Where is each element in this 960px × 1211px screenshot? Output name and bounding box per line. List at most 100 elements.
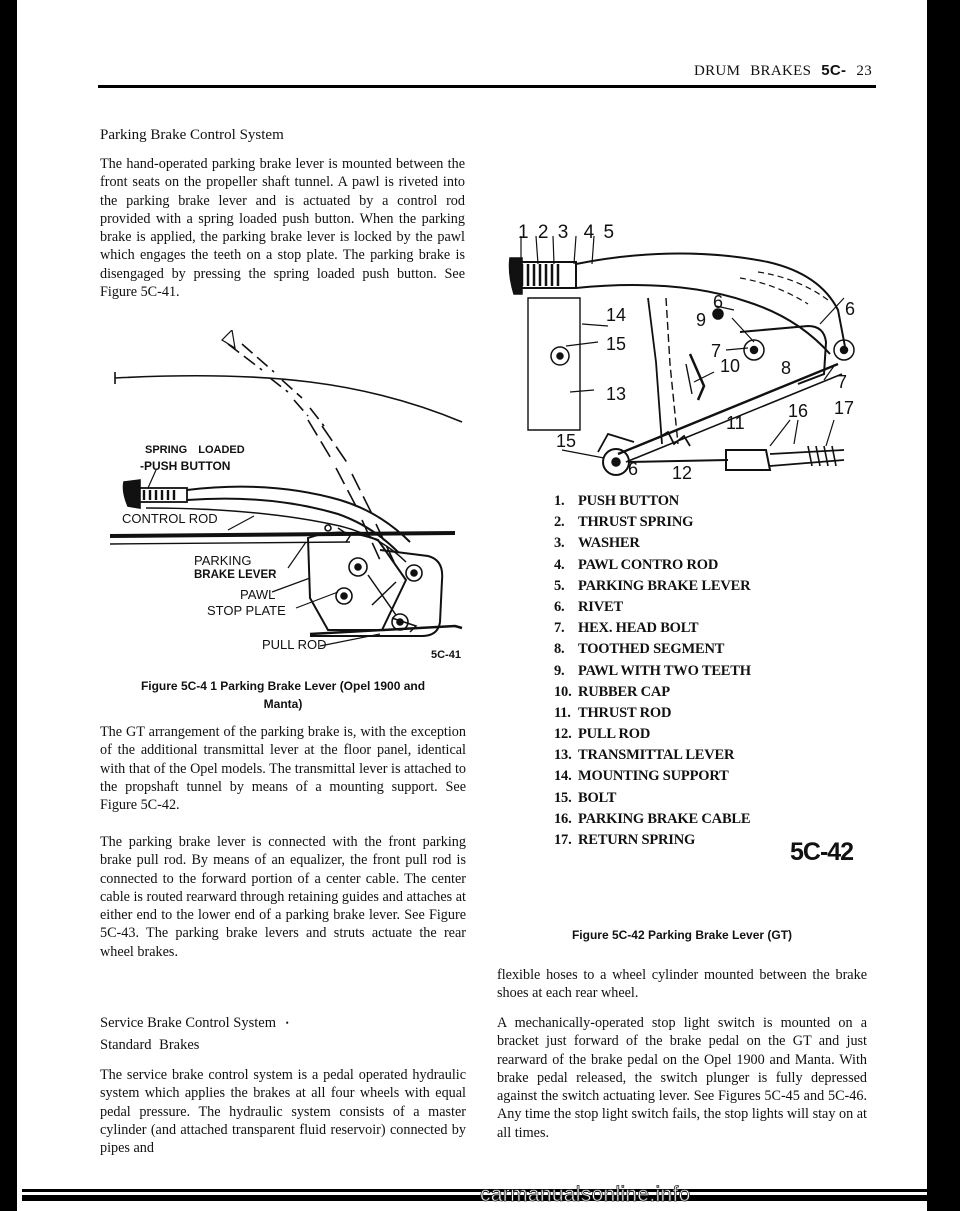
figure-5c-42-caption: Figure 5C-42 Parking Brake Lever (GT) bbox=[571, 928, 793, 942]
label-parking: PARKING bbox=[194, 553, 252, 568]
part-item: 4.PAWL CONTRO ROD bbox=[554, 555, 864, 576]
running-header: DRUM BRAKES 5C- 23 bbox=[480, 62, 872, 84]
heading-service-brake: Service Brake Control System • bbox=[100, 1014, 289, 1033]
part-num: 4. bbox=[554, 556, 565, 573]
part-item: 11. THRUST ROD bbox=[554, 703, 864, 724]
callout-13: 13 bbox=[606, 384, 627, 404]
callout-14: 14 bbox=[606, 305, 627, 325]
footer-rule-thin bbox=[22, 1189, 927, 1192]
callout-17: 17 bbox=[834, 398, 855, 418]
part-num: 10. bbox=[554, 683, 572, 700]
part-item: 15. BOLT bbox=[554, 788, 864, 809]
callout-6a: 6 bbox=[713, 292, 724, 312]
header-section: 5C- bbox=[821, 62, 847, 79]
header-title: DRUM BRAKES bbox=[694, 63, 812, 79]
part-name: TRANSMITTAL LEVER bbox=[578, 747, 735, 764]
part-name: TOOTHED SEGMENT bbox=[578, 641, 725, 658]
label-control-rod: CONTROL ROD bbox=[122, 511, 218, 526]
callout-6c: 6 bbox=[628, 459, 639, 479]
header-rule bbox=[98, 85, 876, 88]
part-name: BOLT bbox=[578, 789, 617, 806]
callout-7b: 7 bbox=[837, 372, 848, 392]
part-num: 17. bbox=[554, 832, 572, 848]
callout-15b: 15 bbox=[556, 431, 577, 451]
callout-6b: 6 bbox=[845, 299, 856, 319]
callout-9: 9 bbox=[696, 310, 707, 330]
label-pawl: PAWL bbox=[240, 587, 276, 602]
footer-rule-thick bbox=[22, 1195, 927, 1201]
part-name: PULL ROD bbox=[578, 726, 651, 743]
label-push-button-text: PUSH BUTTON bbox=[144, 459, 231, 473]
part-item: 8. TOOTHED SEGMENT bbox=[554, 639, 864, 660]
part-item: 16. PARKING BRAKE CABLE bbox=[554, 809, 864, 830]
callout-1: 1 bbox=[518, 222, 529, 243]
part-name: PAWL WITH TWO TEETH bbox=[578, 662, 751, 679]
label-stop-plate: STOP PLATE bbox=[207, 603, 286, 618]
page-number: 23 bbox=[856, 63, 872, 79]
callout-12: 12 bbox=[672, 463, 693, 483]
heading-service-brake-text: Service Brake Control System bbox=[100, 1015, 276, 1031]
callouts-top-row: 1 2 3 4 5 bbox=[518, 222, 614, 244]
heading-parking-brake-control: Parking Brake Control System bbox=[100, 127, 284, 143]
part-num: 2. bbox=[554, 514, 565, 531]
callout-5: 5 bbox=[603, 222, 615, 243]
parts-list: 1.PUSH BUTTON 2.THRUST SPRING 3.WASHER 4… bbox=[554, 491, 864, 851]
figure-5c-41-diagram bbox=[110, 330, 463, 647]
part-num: 13. bbox=[554, 747, 572, 764]
figure-5c-42-code: 5C-42 bbox=[790, 838, 854, 866]
figure-5c-41-code: 5C-41 bbox=[431, 649, 461, 661]
label-push-button: -PUSH BUTTON bbox=[140, 459, 231, 473]
callout-16: 16 bbox=[788, 401, 809, 421]
part-num: 12. bbox=[554, 726, 572, 743]
part-item: 5. PARKING BRAKE LEVER bbox=[554, 576, 864, 597]
part-name: PARKING BRAKE LEVER bbox=[578, 577, 751, 594]
part-name: THRUST ROD bbox=[578, 704, 672, 721]
part-num: 11. bbox=[554, 704, 571, 721]
paragraph-pull-rod: The parking brake lever is connected wit… bbox=[100, 834, 466, 960]
callout-7a: 7 bbox=[711, 341, 722, 361]
scan-edge-left bbox=[0, 0, 17, 1211]
part-num: 7. bbox=[554, 620, 565, 637]
heading-standard-brakes: Standard Brakes bbox=[100, 1037, 200, 1053]
part-num: 8. bbox=[554, 641, 565, 658]
caption-line-1: Figure 5C-4 1 Parking Brake Lever (Opel … bbox=[140, 679, 426, 693]
part-item: 7.HEX. HEAD BOLT bbox=[554, 618, 864, 639]
part-name: PUSH BUTTON bbox=[578, 493, 680, 509]
label-brake-lever: BRAKE LEVER bbox=[194, 569, 277, 581]
paragraph-flexible-hoses: flexible hoses to a wheel cylinder mount… bbox=[497, 967, 867, 1002]
part-name: THRUST SPRING bbox=[578, 514, 694, 531]
callout-4: 4 bbox=[583, 222, 595, 243]
caption-line-2: Manta) bbox=[263, 697, 303, 711]
callout-11: 11 bbox=[726, 413, 745, 433]
callout-8: 8 bbox=[781, 358, 792, 378]
part-name: WASHER bbox=[578, 535, 640, 552]
figure-5c-42-diagram bbox=[508, 235, 855, 476]
part-num: 16. bbox=[554, 810, 572, 827]
part-item: 10. RUBBER CAP bbox=[554, 682, 864, 703]
paragraph-parking-intro: The hand-operated parking brake lever is… bbox=[100, 156, 465, 301]
part-name: RUBBER CAP bbox=[578, 683, 670, 700]
part-num: 14. bbox=[554, 768, 572, 785]
callout-3: 3 bbox=[557, 222, 569, 243]
paragraph-gt-arrangement: The GT arrangement of the parking brake … bbox=[100, 724, 466, 814]
part-item: 17.RETURN SPRING bbox=[554, 830, 864, 851]
part-num: 3. bbox=[554, 535, 565, 552]
part-item: 9. PAWL WITH TWO TEETH bbox=[554, 661, 864, 682]
part-item: 2. THRUST SPRING bbox=[554, 512, 864, 533]
figure-5c-41-caption: Figure 5C-4 1 Parking Brake Lever (Opel … bbox=[100, 677, 466, 713]
part-num: 15. bbox=[554, 789, 572, 806]
part-name: MOUNTING SUPPORT bbox=[578, 768, 729, 785]
callout-10: 10 bbox=[720, 356, 741, 376]
part-item: 6.RIVET bbox=[554, 597, 864, 618]
paragraph-service-brake: The service brake control system is a pe… bbox=[100, 1067, 466, 1157]
callout-2: 2 bbox=[537, 222, 549, 243]
part-item: 3. WASHER bbox=[554, 533, 864, 554]
part-item: 14. MOUNTING SUPPORT bbox=[554, 766, 864, 787]
watermark-text: carmanualsonline.info bbox=[480, 1183, 691, 1207]
part-num: 5. bbox=[554, 577, 565, 594]
part-num: 9. bbox=[554, 662, 565, 679]
scan-edge-right bbox=[927, 0, 960, 1211]
paragraph-stop-light-switch: A mechanically-operated stop light switc… bbox=[497, 1015, 867, 1141]
part-item: 13. TRANSMITTAL LEVER bbox=[554, 745, 864, 766]
part-name: PARKING BRAKE CABLE bbox=[578, 810, 751, 827]
